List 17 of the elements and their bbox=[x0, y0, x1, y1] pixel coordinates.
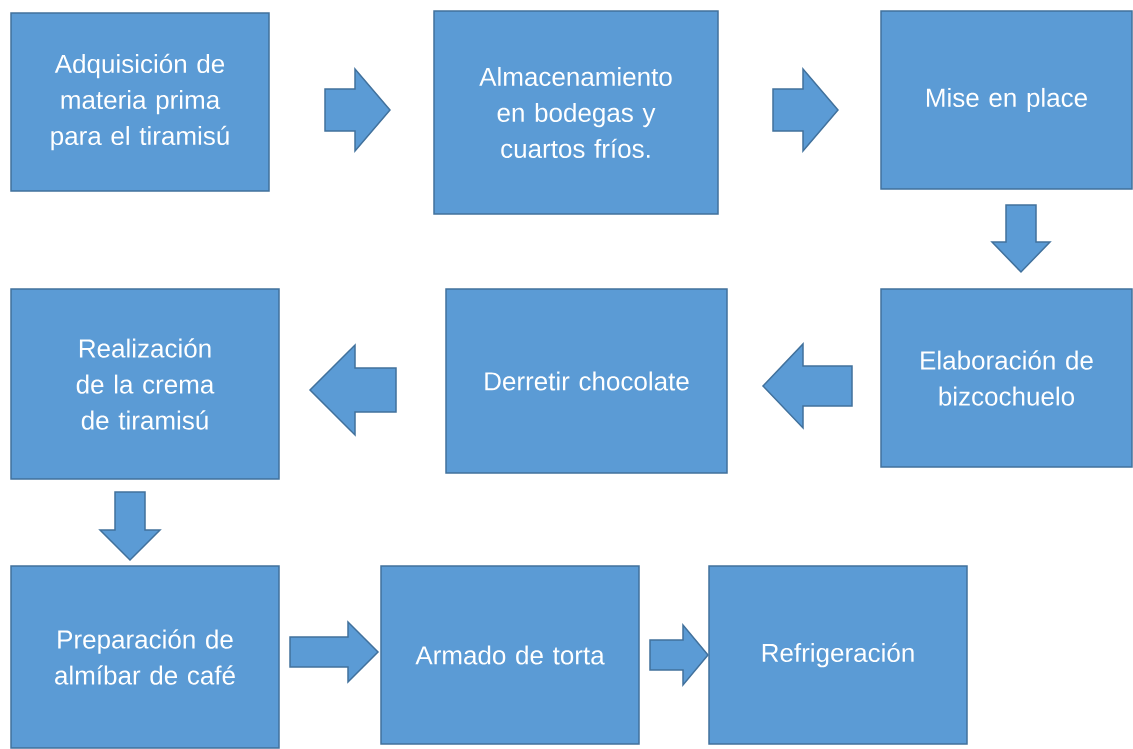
arrow bbox=[990, 204, 1052, 274]
process-box: Refrigeración bbox=[708, 565, 968, 745]
process-box: Adquisición de materia prima para el tiramisú bbox=[10, 12, 270, 192]
arrow bbox=[289, 620, 380, 684]
process-box: Almacenamiento en bodegas y cuartos fríos. bbox=[433, 10, 719, 215]
arrow bbox=[649, 622, 709, 688]
arrow bbox=[308, 343, 397, 437]
arrow bbox=[772, 66, 839, 154]
process-box: Mise en place bbox=[880, 10, 1133, 190]
process-box: Armado de torta bbox=[380, 565, 640, 745]
arrow bbox=[98, 491, 162, 562]
process-box: Derretir chocolate bbox=[445, 288, 728, 474]
arrow bbox=[761, 342, 853, 430]
process-box: Elaboración de bizcochuelo bbox=[880, 288, 1133, 468]
process-box: Preparación de almíbar de café bbox=[10, 565, 280, 749]
process-box: Realización de la crema de tiramisú bbox=[10, 288, 280, 480]
arrow bbox=[324, 66, 391, 154]
